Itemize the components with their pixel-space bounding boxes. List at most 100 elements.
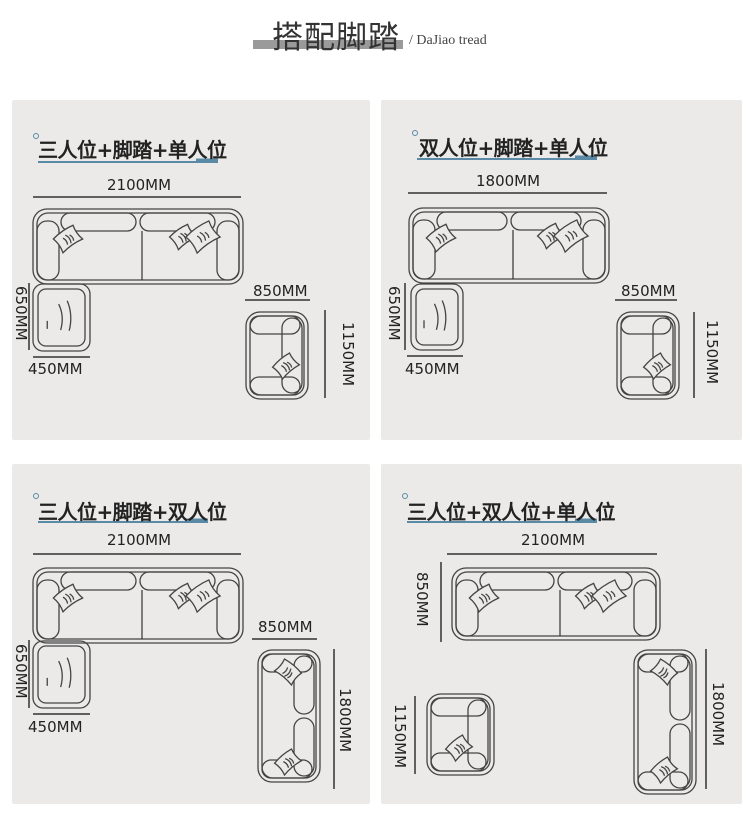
back-cushion: [436, 211, 508, 231]
layout-drawing: [402, 493, 707, 795]
ottoman-inner: [37, 288, 86, 347]
armrest-left: [455, 579, 479, 637]
dim-main-width: 1800MM: [476, 172, 541, 190]
ottoman-outline: [32, 283, 91, 352]
dim-loveseat-length: 1800MM: [336, 688, 354, 753]
pillow-icon: [52, 224, 84, 254]
pillow-crease: [602, 590, 616, 602]
ottoman-crease: [423, 300, 447, 331]
pillow-crease: [196, 231, 210, 243]
panel-title: 三人位+脚踏+单人位: [38, 138, 227, 162]
dim-chair-depth: 1150MM: [339, 322, 357, 387]
pillow-crease: [62, 593, 75, 604]
dim-ottoman-width: 450MM: [405, 360, 460, 378]
accent-dot: [412, 130, 418, 136]
pillow-icon: [425, 223, 457, 253]
pillow-outline: [52, 224, 84, 254]
pillow-outline: [425, 223, 457, 253]
pillow-icon: [273, 658, 303, 687]
sofa-outline: [426, 693, 495, 776]
pillow-outline: [649, 658, 679, 687]
sofa-outline: [616, 311, 680, 400]
accent-dot: [33, 133, 39, 139]
layout-drawing: [28, 493, 335, 789]
sofa-outline: [257, 649, 321, 783]
dim-ottoman-depth: 650MM: [12, 644, 30, 699]
armrest-top: [249, 315, 301, 335]
back-cushion: [652, 317, 674, 394]
pillow-icon: [649, 658, 679, 687]
pillow-crease: [282, 667, 293, 679]
panel-title: 双人位+脚踏+单人位: [419, 136, 608, 160]
pillow-icon: [273, 748, 303, 777]
armrest-left: [36, 579, 60, 640]
dim-loveseat-width: 850MM: [258, 618, 313, 636]
pillow-crease: [658, 667, 669, 679]
pillow-outline: [552, 219, 590, 254]
back-cushion: [293, 655, 315, 715]
pillow-outline: [273, 658, 303, 687]
ottoman-outline: [410, 283, 464, 351]
dim-main-width: 2100MM: [107, 531, 172, 549]
pillow-icon: [649, 756, 679, 785]
sofa-inner: [249, 315, 305, 396]
page-title: 搭配脚踏: [272, 20, 400, 56]
pillow-outline: [271, 352, 301, 381]
back-cushion: [293, 717, 315, 777]
pillow-outline: [444, 734, 474, 763]
ottoman-crease: [46, 657, 72, 688]
pillow-icon: [184, 579, 222, 614]
pillow-outline: [468, 583, 500, 613]
pillow-icon: [642, 352, 672, 381]
dim-main-width: 2100MM: [521, 531, 586, 549]
pillow-outline: [649, 756, 679, 785]
config-panel-4: 三人位+双人位+单人位 2100MM 850MM 1150MM 1800MM: [381, 464, 742, 804]
dim-chair-width: 850MM: [621, 282, 676, 300]
ottoman-outline: [32, 640, 91, 709]
ottoman-inner: [37, 645, 86, 704]
pillow-crease: [281, 361, 293, 372]
armrest-bottom: [249, 376, 301, 396]
accent-dot: [33, 493, 39, 499]
armrest-top: [620, 315, 672, 335]
pillow-outline: [184, 579, 222, 614]
dim-ottoman-width: 450MM: [28, 718, 83, 736]
pillow-icon: [52, 583, 84, 613]
pillow-crease: [196, 590, 210, 602]
config-panel-3: 三人位+脚踏+双人位 2100MM 650MM 450MM 850MM 1800…: [12, 464, 370, 804]
sofa-outline: [633, 649, 697, 795]
sofa-inner: [620, 315, 676, 396]
pillow-icon: [184, 220, 222, 255]
pillow-outline: [273, 748, 303, 777]
dim-chair-width: 850MM: [253, 282, 308, 300]
dim-ottoman-width: 450MM: [28, 360, 83, 378]
back-cushion: [60, 571, 137, 591]
accent-dot: [402, 493, 408, 499]
armrest-right: [216, 579, 240, 640]
ottoman-crease: [46, 300, 72, 331]
sofa-outline: [32, 208, 244, 285]
pillow-outline: [184, 220, 222, 255]
pillow-icon: [444, 734, 474, 763]
sofa-outline: [32, 567, 244, 644]
pillow-outline: [590, 579, 628, 614]
pillow-crease: [659, 765, 671, 776]
pillow-outline: [52, 583, 84, 613]
pillow-crease: [652, 361, 664, 372]
ottoman-inner: [415, 288, 459, 346]
panel-title: 三人位+双人位+单人位: [407, 500, 616, 524]
sofa-outline: [408, 207, 610, 284]
pillow-crease: [435, 233, 448, 244]
back-cushion: [60, 212, 137, 232]
armrest-right: [582, 219, 606, 280]
dim-chair-depth: 1150MM: [703, 320, 721, 385]
back-cushion: [479, 571, 555, 591]
pillow-crease: [62, 234, 75, 245]
panel-title: 三人位+脚踏+双人位: [38, 500, 227, 524]
config-panel-2: 双人位+脚踏+单人位 1800MM 650MM 450MM 850MM 1150…: [381, 100, 742, 440]
sofa-outline: [451, 567, 661, 641]
layout-drawing: [404, 130, 695, 400]
layout-drawing: [28, 133, 326, 400]
back-cushion: [669, 723, 691, 789]
